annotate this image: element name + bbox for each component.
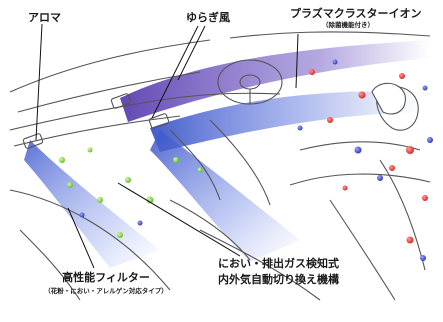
- ion-particles: [297, 59, 433, 261]
- leader-lines: [35, 23, 299, 269]
- car-outline: [9, 31, 431, 301]
- label-aroma: アロマ: [28, 11, 61, 24]
- label-sensor-line1: におい・排出ガス検知式: [218, 257, 339, 270]
- label-sensor-line2: 内外気自動切り換え機構: [218, 273, 339, 286]
- label-plasmacluster-ion: プラズマクラスターイオン: [290, 7, 422, 20]
- label-filter: 高性能フィルター: [62, 271, 150, 284]
- label-plasmacluster-sub: （除菌機能付き）: [322, 21, 374, 29]
- label-filter-sub: （花粉・におい・アレルゲン対応タイプ）: [44, 287, 168, 295]
- label-yuragi-wind: ゆらぎ風: [186, 11, 230, 24]
- airflow-streams: [24, 40, 430, 268]
- aroma-particles: [59, 147, 203, 238]
